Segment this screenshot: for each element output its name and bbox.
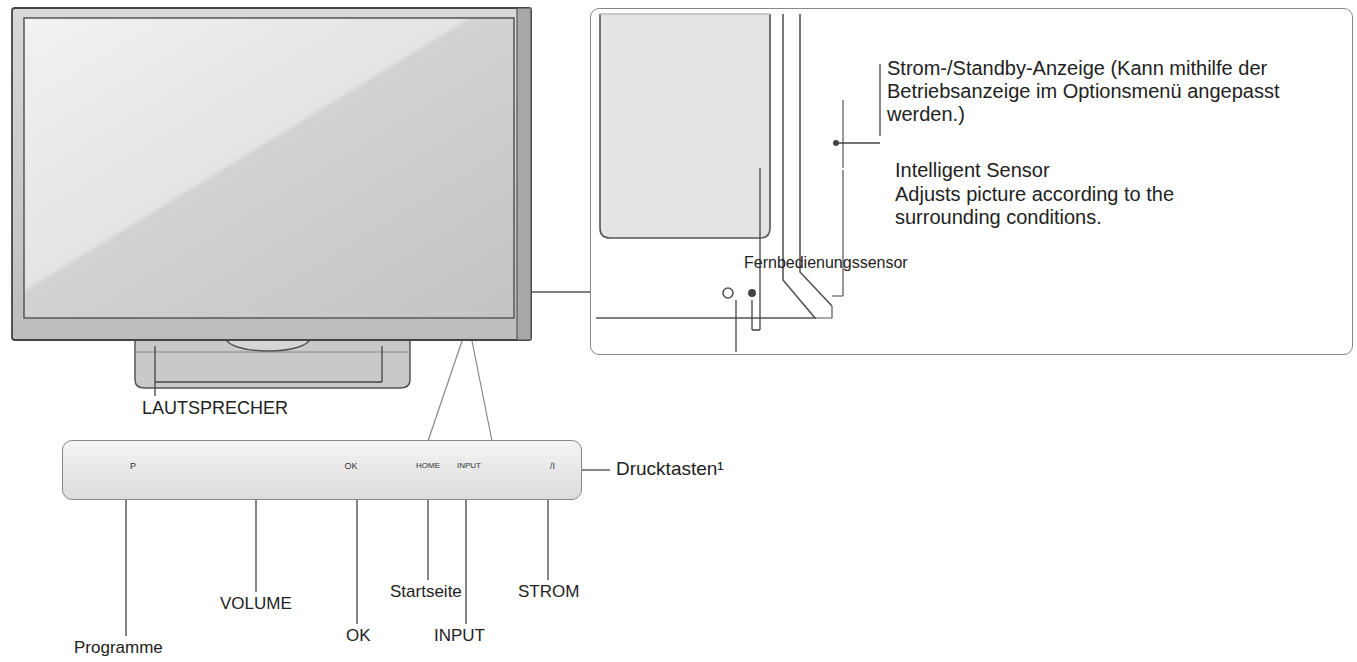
button-text: /I (550, 462, 566, 471)
detail-callout-box: Strom-/Standby-Anzeige (Kann mithilfe de… (590, 8, 1353, 355)
tv-body (12, 8, 531, 340)
part-name: Drucktasten¹ (614, 458, 726, 480)
sensor-heading: Intelligent Sensor (895, 159, 1335, 182)
inset-leader (531, 291, 590, 292)
part-name: OK (344, 626, 373, 646)
button-text: INPUT (448, 462, 490, 470)
sensor-description: Adjusts picture according to the surroun… (895, 183, 1195, 229)
button-text: OK (341, 462, 361, 471)
part-name: LAUTSPRECHER (140, 398, 290, 419)
part-name: Startseite (388, 582, 464, 602)
button-panel: P OK HOMEINPUT/I (62, 440, 582, 500)
button-text: P (123, 462, 143, 471)
speaker-leader (155, 346, 382, 396)
remote-sensor-label: Fernbedienungssensor (744, 254, 964, 272)
part-name: INPUT (432, 626, 487, 646)
button-text: HOME (404, 462, 452, 470)
tv-corner-detail (596, 14, 832, 318)
part-name: Programme (72, 638, 165, 658)
panel-zoom-lines (428, 341, 492, 441)
inset-leaders (736, 64, 880, 352)
part-name: VOLUME (218, 594, 294, 614)
part-name: STROM (516, 582, 581, 602)
indicator-label: Strom-/Standby-Anzeige (Kann mithilfe de… (887, 57, 1347, 126)
